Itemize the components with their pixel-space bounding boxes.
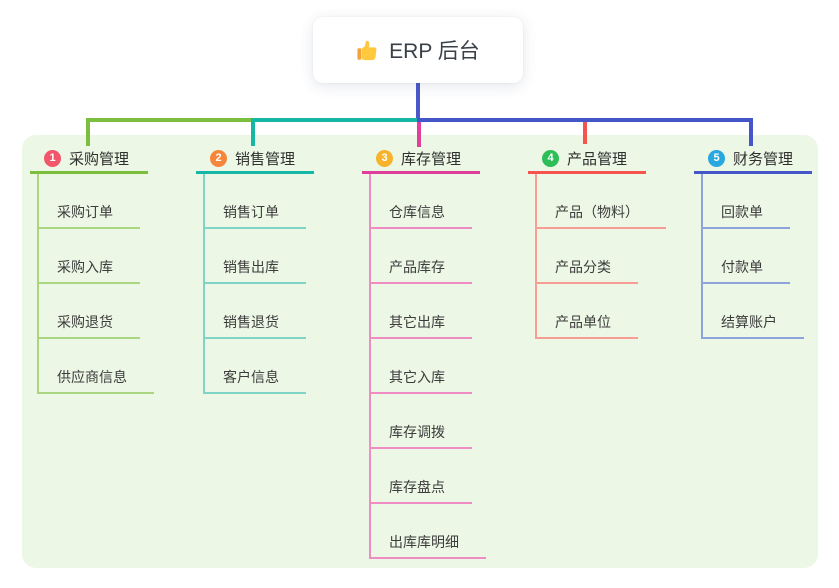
bus-segment-line (417, 118, 753, 122)
branch-number-badge: 3 (376, 150, 393, 167)
bus-segment-line (254, 118, 417, 122)
child-node-label: 其它出库 (389, 314, 445, 330)
branch-trunk-line (369, 174, 371, 557)
child-node[interactable]: 产品单位 (535, 284, 638, 339)
child-node[interactable]: 出库库明细 (369, 504, 486, 559)
branch-children: 仓库信息产品库存其它出库其它入库库存调拨库存盘点出库库明细 (362, 174, 486, 559)
child-node[interactable]: 付款单 (701, 229, 790, 284)
child-node-label: 采购入库 (57, 259, 113, 275)
thumbs-up-icon (356, 39, 379, 62)
branch-inventory: 3 库存管理仓库信息产品库存其它出库其它入库库存调拨库存盘点出库库明细 (362, 146, 486, 559)
child-node[interactable]: 库存调拨 (369, 394, 472, 449)
branch-trunk-line (203, 174, 205, 392)
root-node[interactable]: ERP 后台 (313, 17, 523, 83)
branch-number-badge: 2 (210, 150, 227, 167)
branch-node-product[interactable]: 4 产品管理 (528, 146, 646, 174)
child-node-label: 产品（物料） (555, 204, 639, 220)
child-node[interactable]: 回款单 (701, 174, 790, 229)
branch-node-inventory[interactable]: 3 库存管理 (362, 146, 480, 174)
branch-title: 采购管理 (69, 151, 130, 168)
branch-children: 回款单付款单结算账户 (694, 174, 812, 339)
child-node[interactable]: 结算账户 (701, 284, 804, 339)
child-node-label: 销售退货 (223, 314, 279, 330)
child-node-label: 付款单 (721, 259, 763, 275)
child-node[interactable]: 采购入库 (37, 229, 140, 284)
branch-purchase: 1 采购管理采购订单采购入库采购退货供应商信息 (30, 146, 154, 394)
branch-number-badge: 5 (708, 150, 725, 167)
branch-children: 采购订单采购入库采购退货供应商信息 (30, 174, 154, 394)
branch-drop-line (583, 122, 587, 144)
child-node-label: 供应商信息 (57, 369, 127, 385)
child-node[interactable]: 其它入库 (369, 339, 472, 394)
branch-title: 销售管理 (235, 151, 296, 168)
branch-number-badge: 4 (542, 150, 559, 167)
child-node[interactable]: 销售订单 (203, 174, 306, 229)
branch-finance: 5 财务管理回款单付款单结算账户 (694, 146, 812, 339)
root-stem-line (416, 83, 420, 122)
branch-node-finance[interactable]: 5 财务管理 (694, 146, 812, 174)
root-label: ERP 后台 (389, 40, 480, 63)
child-node-label: 采购订单 (57, 204, 113, 220)
child-node[interactable]: 采购退货 (37, 284, 140, 339)
branch-trunk-line (701, 174, 703, 337)
branch-number-badge: 1 (44, 150, 61, 167)
branch-sales: 2 销售管理销售订单销售出库销售退货客户信息 (196, 146, 314, 394)
branch-trunk-line (535, 174, 537, 337)
branch-drop-line (86, 118, 90, 146)
branch-title: 产品管理 (567, 151, 628, 168)
child-node-label: 仓库信息 (389, 204, 445, 220)
child-node[interactable]: 其它出库 (369, 284, 472, 339)
child-node-label: 产品单位 (555, 314, 611, 330)
child-node[interactable]: 库存盘点 (369, 449, 472, 504)
child-node[interactable]: 采购订单 (37, 174, 140, 229)
child-node-label: 回款单 (721, 204, 763, 220)
child-node-label: 库存盘点 (389, 479, 445, 495)
child-node[interactable]: 产品（物料） (535, 174, 666, 229)
child-node-label: 结算账户 (721, 314, 777, 330)
branch-node-purchase[interactable]: 1 采购管理 (30, 146, 148, 174)
child-node[interactable]: 客户信息 (203, 339, 306, 394)
branch-title: 库存管理 (401, 151, 462, 168)
child-node-label: 销售出库 (223, 259, 279, 275)
child-node[interactable]: 仓库信息 (369, 174, 472, 229)
child-node[interactable]: 销售出库 (203, 229, 306, 284)
branch-drop-line (251, 118, 255, 146)
child-node-label: 产品分类 (555, 259, 611, 275)
branch-children: 销售订单销售出库销售退货客户信息 (196, 174, 314, 394)
branch-trunk-line (37, 174, 39, 392)
child-node-label: 采购退货 (57, 314, 113, 330)
branch-drop-line (417, 122, 421, 147)
child-node-label: 库存调拨 (389, 424, 445, 440)
child-node[interactable]: 供应商信息 (37, 339, 154, 394)
child-node-label: 其它入库 (389, 369, 445, 385)
child-node-label: 产品库存 (389, 259, 445, 275)
child-node[interactable]: 产品库存 (369, 229, 472, 284)
child-node-label: 客户信息 (223, 369, 279, 385)
branch-title: 财务管理 (733, 151, 794, 168)
branches-panel-background (22, 135, 818, 568)
child-node[interactable]: 产品分类 (535, 229, 638, 284)
branch-node-sales[interactable]: 2 销售管理 (196, 146, 314, 174)
bus-segment-line (87, 118, 254, 122)
child-node-label: 销售订单 (223, 204, 279, 220)
child-node[interactable]: 销售退货 (203, 284, 306, 339)
branch-product: 4 产品管理产品（物料） 产品分类产品单位 (528, 146, 666, 339)
branch-children: 产品（物料） 产品分类产品单位 (528, 174, 666, 339)
branch-drop-line (749, 118, 753, 146)
child-node-label: 出库库明细 (389, 534, 459, 550)
